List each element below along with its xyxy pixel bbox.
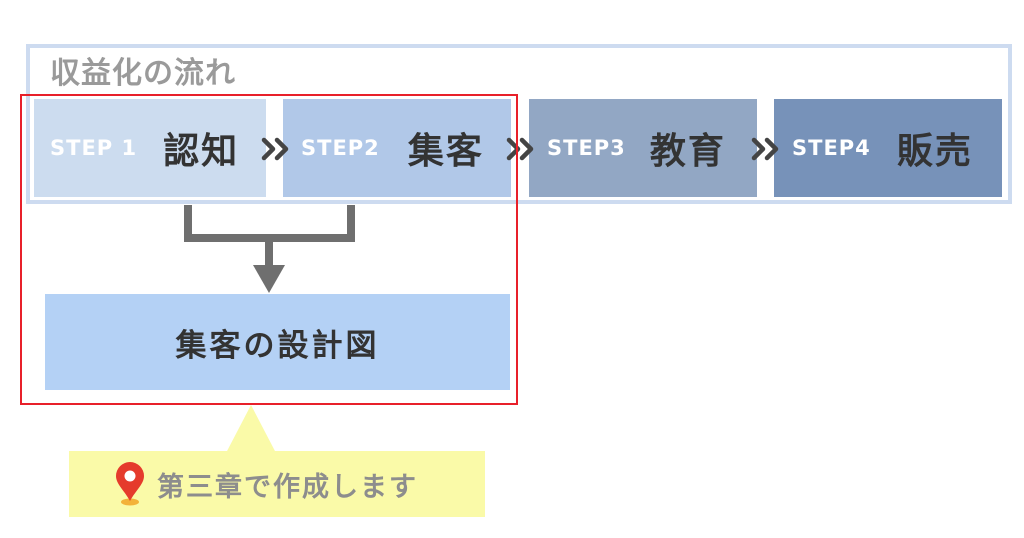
funnel-design-label: 集客の設計図 xyxy=(175,327,380,364)
chevron-double-right-icon xyxy=(506,137,534,161)
step-2-box: STEP2 集客 xyxy=(283,99,511,197)
location-pin-icon xyxy=(116,462,144,506)
step-2-name: 集客 xyxy=(407,131,484,172)
callout-text: 第三章で作成します xyxy=(157,471,418,503)
step-2-label: STEP2 xyxy=(301,136,380,160)
funnel-design-box: 集客の設計図 xyxy=(45,294,510,390)
chevron-double-right-icon xyxy=(261,137,289,161)
merge-arrow-icon xyxy=(184,205,355,293)
step-3-box: STEP3 教育 xyxy=(529,99,757,197)
step-3-name: 教育 xyxy=(649,131,726,172)
step-1-box: STEP 1 認知 xyxy=(34,99,266,197)
step-1-label: STEP 1 xyxy=(50,136,138,160)
step-3-label: STEP3 xyxy=(547,136,626,160)
step-4-name: 販売 xyxy=(896,131,973,172)
step-4-box: STEP4 販売 xyxy=(774,99,1002,197)
step-1-name: 認知 xyxy=(163,131,240,172)
step-4-label: STEP4 xyxy=(792,136,871,160)
chapter-callout: 第三章で作成します xyxy=(69,451,485,517)
chevron-double-right-icon xyxy=(751,137,779,161)
callout-pointer xyxy=(226,405,276,453)
flow-title: 収益化の流れ xyxy=(50,56,236,91)
highlight-box xyxy=(20,94,518,405)
